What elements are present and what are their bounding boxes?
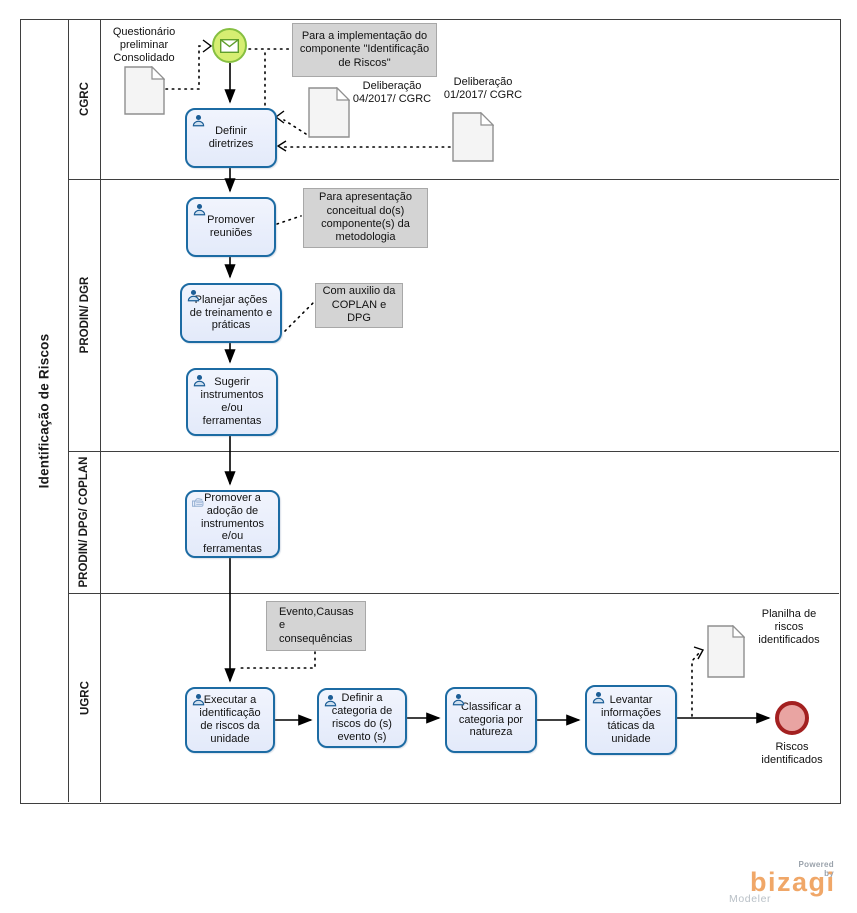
annotation-evento[interactable]: Evento,Causas e consequências [266,601,366,651]
user-task-icon [452,693,465,706]
user-task-icon [193,203,206,216]
doc-label-deliberacao-04: Deliberação 04/2017/ CGRC [352,80,432,105]
task-executar-identificacao[interactable]: Executar a identificação de riscos da un… [185,687,275,753]
end-event[interactable] [775,701,809,735]
task-label: Promover a adoção de instrumentos e/ou f… [201,491,264,556]
task-definir-categoria[interactable]: Definir a categoria de riscos do (s) eve… [317,688,407,748]
task-promover-reunioes[interactable]: Promover reuniões [186,197,276,257]
lane-label-cgrc: CGRC [78,82,91,116]
lane-label-separator [100,19,101,802]
document-questionario[interactable] [124,65,166,120]
task-label: Promover reuniões [207,214,255,239]
lane-divider-1 [68,179,839,180]
pool-border [20,19,841,804]
task-label: Definir a categoria de riscos do (s) eve… [331,692,393,743]
annotation-apresentacao[interactable]: Para apresentação conceitual do(s) compo… [303,188,428,248]
task-levantar-informacoes[interactable]: Levantar informações táticas da unidade [585,685,677,755]
doc-label-deliberacao-01: Deliberação 01/2017/ CGRC [443,76,523,101]
start-event-message[interactable] [212,28,247,63]
lane-label-prodin-dgr: PRODIN/ DGR [78,276,91,354]
document-deliberacao-01[interactable] [452,111,495,167]
pool-title-separator [68,19,69,802]
task-label: Sugerir instrumentos e/ou ferramentas [200,376,264,427]
message-envelope-icon [220,38,239,53]
user-task-icon [192,693,205,706]
task-label: Levantar informações táticas da unidade [601,694,661,745]
task-label: Executar a identificação de riscos da un… [199,694,261,745]
manual-task-hand-icon [192,498,204,507]
document-deliberacao-04[interactable] [308,86,351,143]
lane-divider-2 [68,451,839,452]
task-label: Definir diretrizes [208,125,254,150]
annotation-apresentacao-text: Para apresentação conceitual do(s) compo… [319,191,412,244]
bizagi-logo: bizagi [750,867,836,897]
task-label: Planejar ações de treinamento e práticas [189,293,273,332]
lane-divider-3 [68,593,839,594]
task-sugerir-instrumentos[interactable]: Sugerir instrumentos e/ou ferramentas [186,368,278,436]
end-event-label: Riscos identificados [761,741,823,766]
user-task-icon [192,114,205,127]
lane-label-prodin-dpg-coplan: PRODIN/ DPG/ COPLAN [77,456,90,588]
doc-label-planilha: Planilha de riscos identificados [758,608,820,646]
task-definir-diretrizes[interactable]: Definir diretrizes [185,108,277,168]
annotation-implementacao-text: Para a implementação do componente "Iden… [299,29,430,69]
pool-title: Identificação de Riscos [35,333,51,488]
doc-label-questionario: Questionário preliminar Consolidado [112,26,176,64]
task-classificar-categoria[interactable]: Classificar a categoria por natureza [445,687,537,753]
user-task-icon [187,289,200,302]
task-planejar-acoes[interactable]: Planejar ações de treinamento e práticas [180,283,282,343]
annotation-auxilio-text: Com auxilio da COPLAN e DPG [322,285,396,325]
lane-label-ugrc: UGRC [78,680,91,715]
annotation-implementacao[interactable]: Para a implementação do componente "Iden… [292,23,437,77]
powered-by-label: Powered by [798,860,834,878]
annotation-evento-text: Evento,Causas e consequências [279,605,354,645]
document-planilha[interactable] [707,624,746,683]
bizagi-modeler-label: Modeler [729,893,772,905]
task-promover-adocao[interactable]: Promover a adoção de instrumentos e/ou f… [185,490,280,558]
task-label: Classificar a categoria por natureza [458,700,524,739]
annotation-auxilio[interactable]: Com auxilio da COPLAN e DPG [315,283,403,328]
user-task-icon [324,694,337,707]
user-task-icon [592,691,605,704]
user-task-icon [193,374,206,387]
